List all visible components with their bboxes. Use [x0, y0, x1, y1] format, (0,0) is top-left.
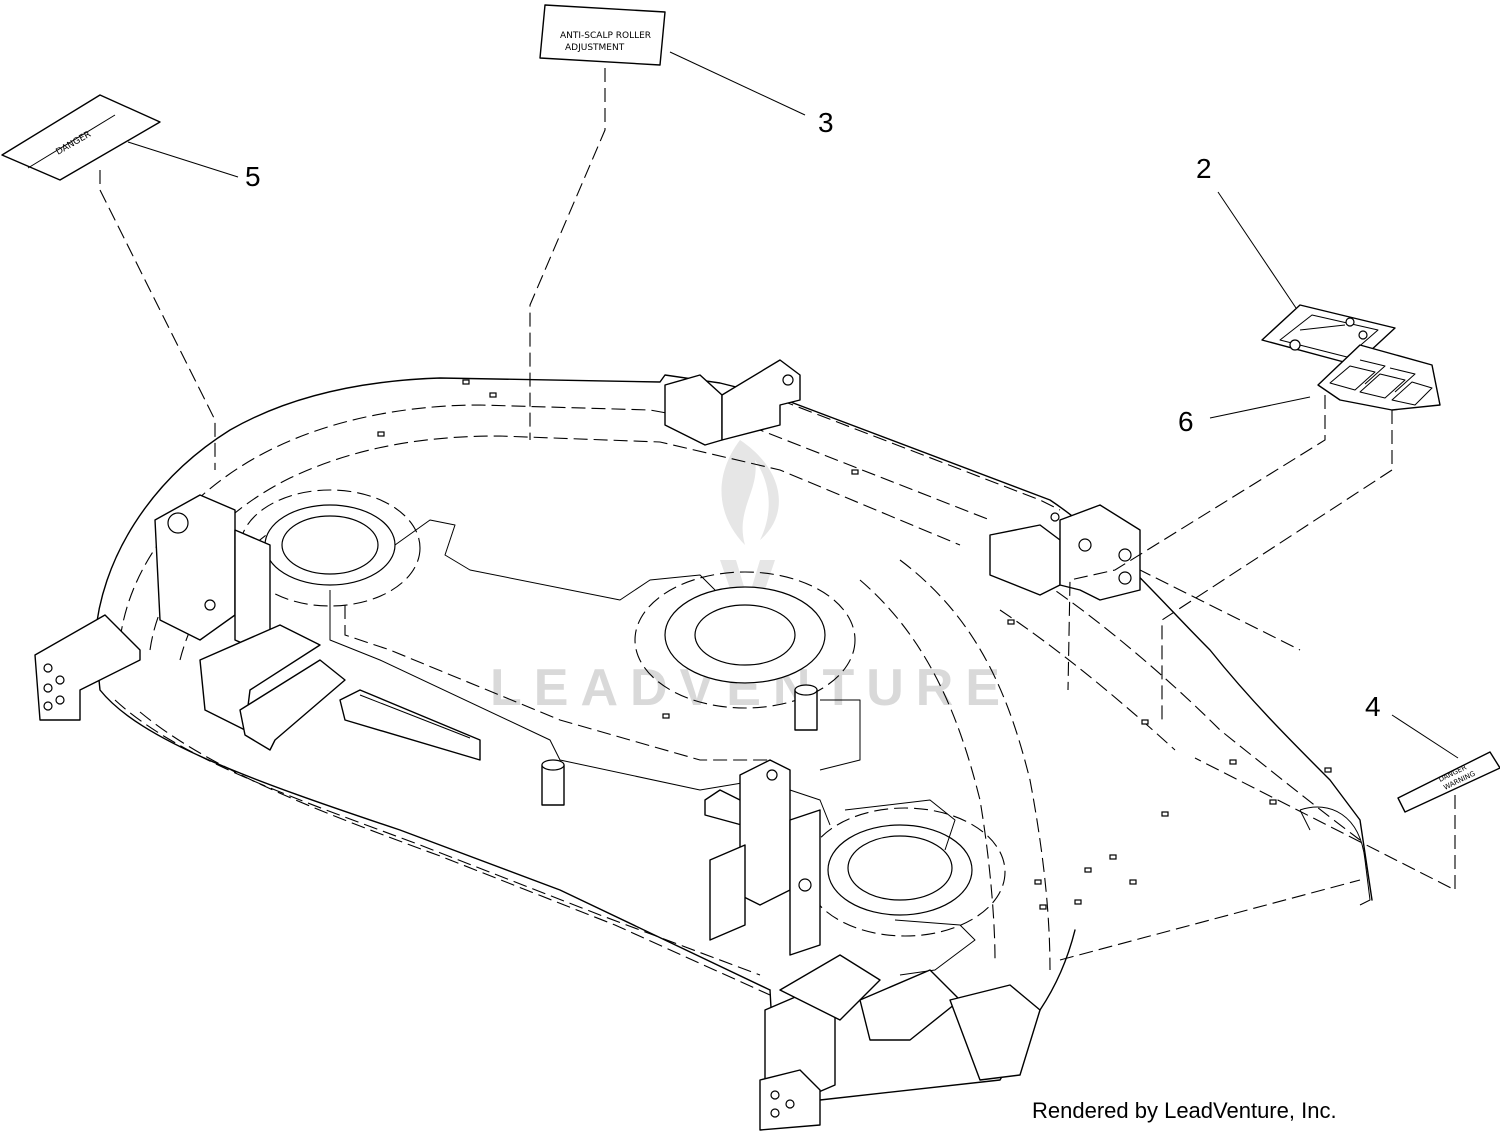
left-front-bracket — [34, 614, 141, 721]
callout-3[interactable]: 3 — [818, 107, 834, 138]
center-standoffs — [541, 684, 818, 806]
right-spindle — [804, 807, 1006, 937]
decal-5-strip[interactable]: DANGER WARNING — [1397, 751, 1500, 813]
callout-6[interactable]: 6 — [1178, 406, 1194, 437]
rear-center-bracket — [664, 359, 801, 446]
mower-deck — [34, 359, 1373, 1131]
right-middle-hangers — [709, 759, 821, 956]
antiscalp-line2: ADJUSTMENT — [565, 43, 625, 53]
center-spindle — [634, 571, 856, 709]
antiscalp-line1: ANTI-SCALP ROLLER — [560, 31, 651, 41]
render-credit: Rendered by LeadVenture, Inc. — [1032, 1098, 1337, 1123]
bottom-front-bracket — [759, 994, 836, 1131]
left-spindle — [239, 489, 421, 607]
decal-3-antiscalp[interactable]: ANTI-SCALP ROLLER ADJUSTMENT — [539, 4, 666, 66]
callout-5[interactable]: 4 — [1365, 691, 1381, 722]
decal-6-grid[interactable] — [1317, 344, 1441, 411]
callout-2[interactable]: 2 — [1196, 153, 1212, 184]
mounting-holes — [377, 379, 1332, 910]
alignment-lines — [99, 68, 1456, 891]
left-deck-hanger — [154, 494, 271, 656]
rear-right-bracket — [989, 504, 1141, 601]
decal-4-danger[interactable]: DANGER — [1, 94, 161, 181]
callout-4[interactable]: 5 — [245, 161, 261, 192]
callouts: 5 3 2 6 4 — [127, 51, 1459, 759]
